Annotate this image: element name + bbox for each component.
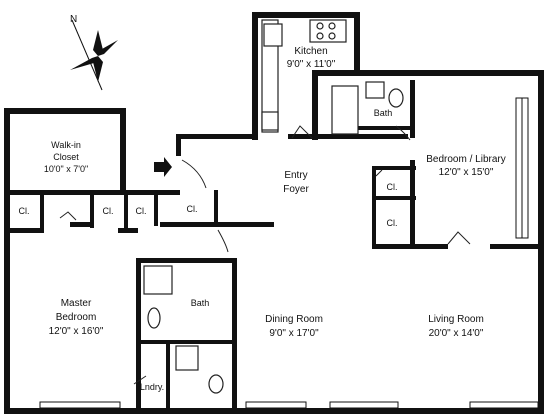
compass-north-label: N <box>70 14 77 25</box>
entry-foyer-label-1: Entry <box>284 170 307 181</box>
bath-mid-label: Bath <box>191 298 210 308</box>
closet-label-2: Cl. <box>103 206 114 216</box>
entry-foyer-label-2: Foyer <box>283 184 309 195</box>
laundry-label: Lndry. <box>140 382 164 392</box>
closet-label-1: Cl. <box>19 206 30 216</box>
dining-room-label: Dining Room <box>265 314 323 325</box>
master-bedroom-dims: 12'0" x 16'0" <box>49 326 104 337</box>
kitchen-fixtures <box>261 19 347 133</box>
compass-icon <box>70 19 118 91</box>
walls <box>4 12 544 414</box>
walkin-closet-dims: 10'0" x 7'0" <box>44 164 88 174</box>
walkin-closet-label-1: Walk-in <box>51 140 81 150</box>
master-bedroom-label-2: Bedroom <box>56 312 97 323</box>
bedroom-library-label: Bedroom / Library <box>426 154 505 165</box>
doors <box>59 125 471 385</box>
walkin-closet-label-2: Closet <box>53 152 79 162</box>
kitchen-dims: 9'0" x 11'0" <box>287 59 336 70</box>
bath-top-label: Bath <box>374 108 393 118</box>
master-bedroom-label-1: Master <box>61 298 92 309</box>
bedroom-library-dims: 12'0" x 15'0" <box>439 167 494 178</box>
bath-top-fixtures <box>331 81 404 135</box>
closet-label-3: Cl. <box>136 206 147 216</box>
dining-room-dims: 9'0" x 17'0" <box>269 328 319 339</box>
kitchen-label: Kitchen <box>294 46 327 57</box>
living-room-dims: 20'0" x 14'0" <box>429 328 484 339</box>
living-room-label: Living Room <box>428 314 484 325</box>
windows <box>39 97 539 409</box>
closet-label-bed1: Cl. <box>387 182 398 192</box>
entry-arrow-icon <box>154 157 172 177</box>
closet-label-4: Cl. <box>187 204 198 214</box>
closet-label-bed2: Cl. <box>387 218 398 228</box>
bath-mid-fixtures <box>143 265 224 394</box>
